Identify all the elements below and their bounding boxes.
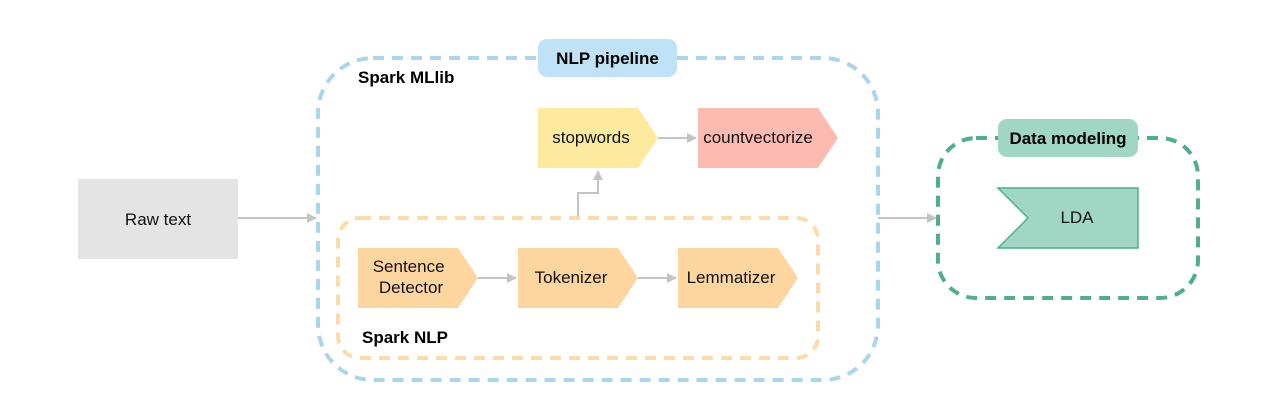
- stopwords-label: stopwords: [552, 128, 629, 147]
- spark-nlp-container: [336, 216, 820, 360]
- raw-text-node: [78, 179, 238, 259]
- nlp-pipeline-label: NLP pipeline: [556, 49, 659, 68]
- data-modeling-container: [936, 136, 1200, 300]
- countvectorize-label: countvectorize: [703, 128, 813, 147]
- data-modeling-badge: [998, 119, 1138, 157]
- lemmatizer-label: Lemmatizer: [687, 268, 776, 287]
- nlp-pipeline-badge: [538, 39, 677, 77]
- raw-text-label: Raw text: [125, 210, 191, 229]
- spark-nlp-label: Spark NLP: [362, 328, 448, 347]
- lda-label: LDA: [1060, 208, 1094, 227]
- countvectorize-node: [698, 108, 838, 168]
- lemmatizer-node: [678, 248, 798, 308]
- data-modeling-label: Data modeling: [1009, 129, 1126, 148]
- lda-node: [996, 187, 1139, 249]
- sentence-detector-node: [358, 248, 478, 308]
- arrow-sparknlp-to-stopwords: [577, 170, 603, 216]
- spark-mllib-label: Spark MLlib: [358, 68, 454, 87]
- tokenizer-label: Tokenizer: [535, 268, 608, 287]
- tokenizer-node: [518, 248, 638, 308]
- sentence-detector-line-1: Sentence: [373, 257, 445, 276]
- sentence-detector-line-2: Detector: [379, 278, 444, 297]
- sentence-detector-label: Sentence Detector: [373, 257, 450, 297]
- stopwords-node: [538, 108, 658, 168]
